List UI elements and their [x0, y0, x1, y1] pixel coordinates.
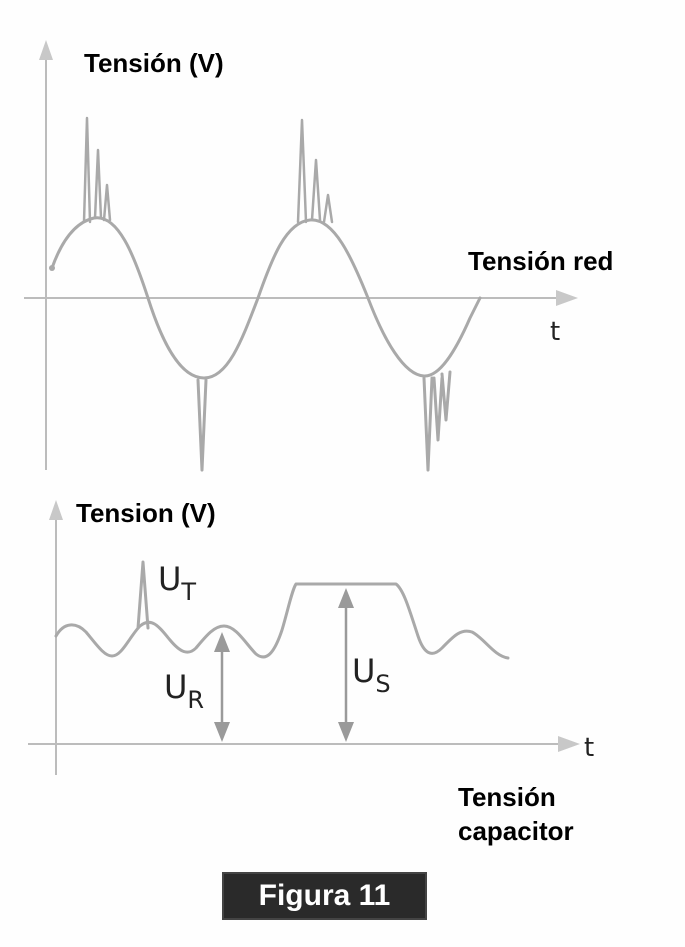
bottom-curve-label-line2: capacitor	[458, 816, 574, 846]
ut-label-main: U	[158, 560, 181, 598]
top-curve-group	[49, 116, 482, 472]
top-spike-3	[196, 378, 208, 472]
top-spike-2	[296, 118, 334, 224]
bottom-curve-group	[54, 560, 510, 660]
top-x-axis-arrowhead	[556, 290, 578, 306]
figure-caption: Figura 11	[222, 872, 427, 920]
ut-spike	[136, 560, 150, 630]
us-label-sub: S	[375, 670, 390, 698]
ut-label-sub: T	[180, 578, 196, 606]
bottom-axes	[28, 500, 580, 775]
bottom-y-axis-arrowhead	[49, 500, 63, 520]
us-arrowhead-up	[338, 588, 354, 608]
ur-label: UR	[164, 668, 204, 714]
bottom-x-axis-label: t	[584, 733, 594, 763]
top-axes	[24, 40, 578, 470]
top-start-dot	[49, 265, 55, 271]
us-label: US	[352, 652, 391, 698]
us-arrowhead-down	[338, 722, 354, 742]
bottom-curve-label-line1: Tensión	[458, 782, 556, 812]
top-y-axis-arrowhead	[39, 40, 53, 60]
top-y-axis-label: Tensión (V)	[84, 48, 224, 78]
top-curve-label: Tensión red	[468, 246, 613, 276]
capacitor-voltage-curve	[54, 582, 510, 660]
bottom-y-axis-label: Tension (V)	[76, 498, 216, 528]
ut-label: UT	[158, 560, 196, 606]
top-spike-4	[422, 370, 452, 472]
mains-voltage-curve	[50, 216, 482, 380]
ur-label-main: U	[164, 668, 187, 706]
ur-arrowhead-down	[214, 722, 230, 742]
us-arrow	[338, 588, 354, 742]
ur-arrowhead-up	[214, 632, 230, 652]
ur-arrow	[214, 632, 230, 742]
ur-label-sub: R	[187, 686, 204, 714]
us-label-main: U	[352, 652, 375, 690]
top-spike-1	[82, 116, 112, 224]
top-x-axis-label: t	[550, 317, 560, 347]
bottom-x-axis-arrowhead	[558, 736, 580, 752]
